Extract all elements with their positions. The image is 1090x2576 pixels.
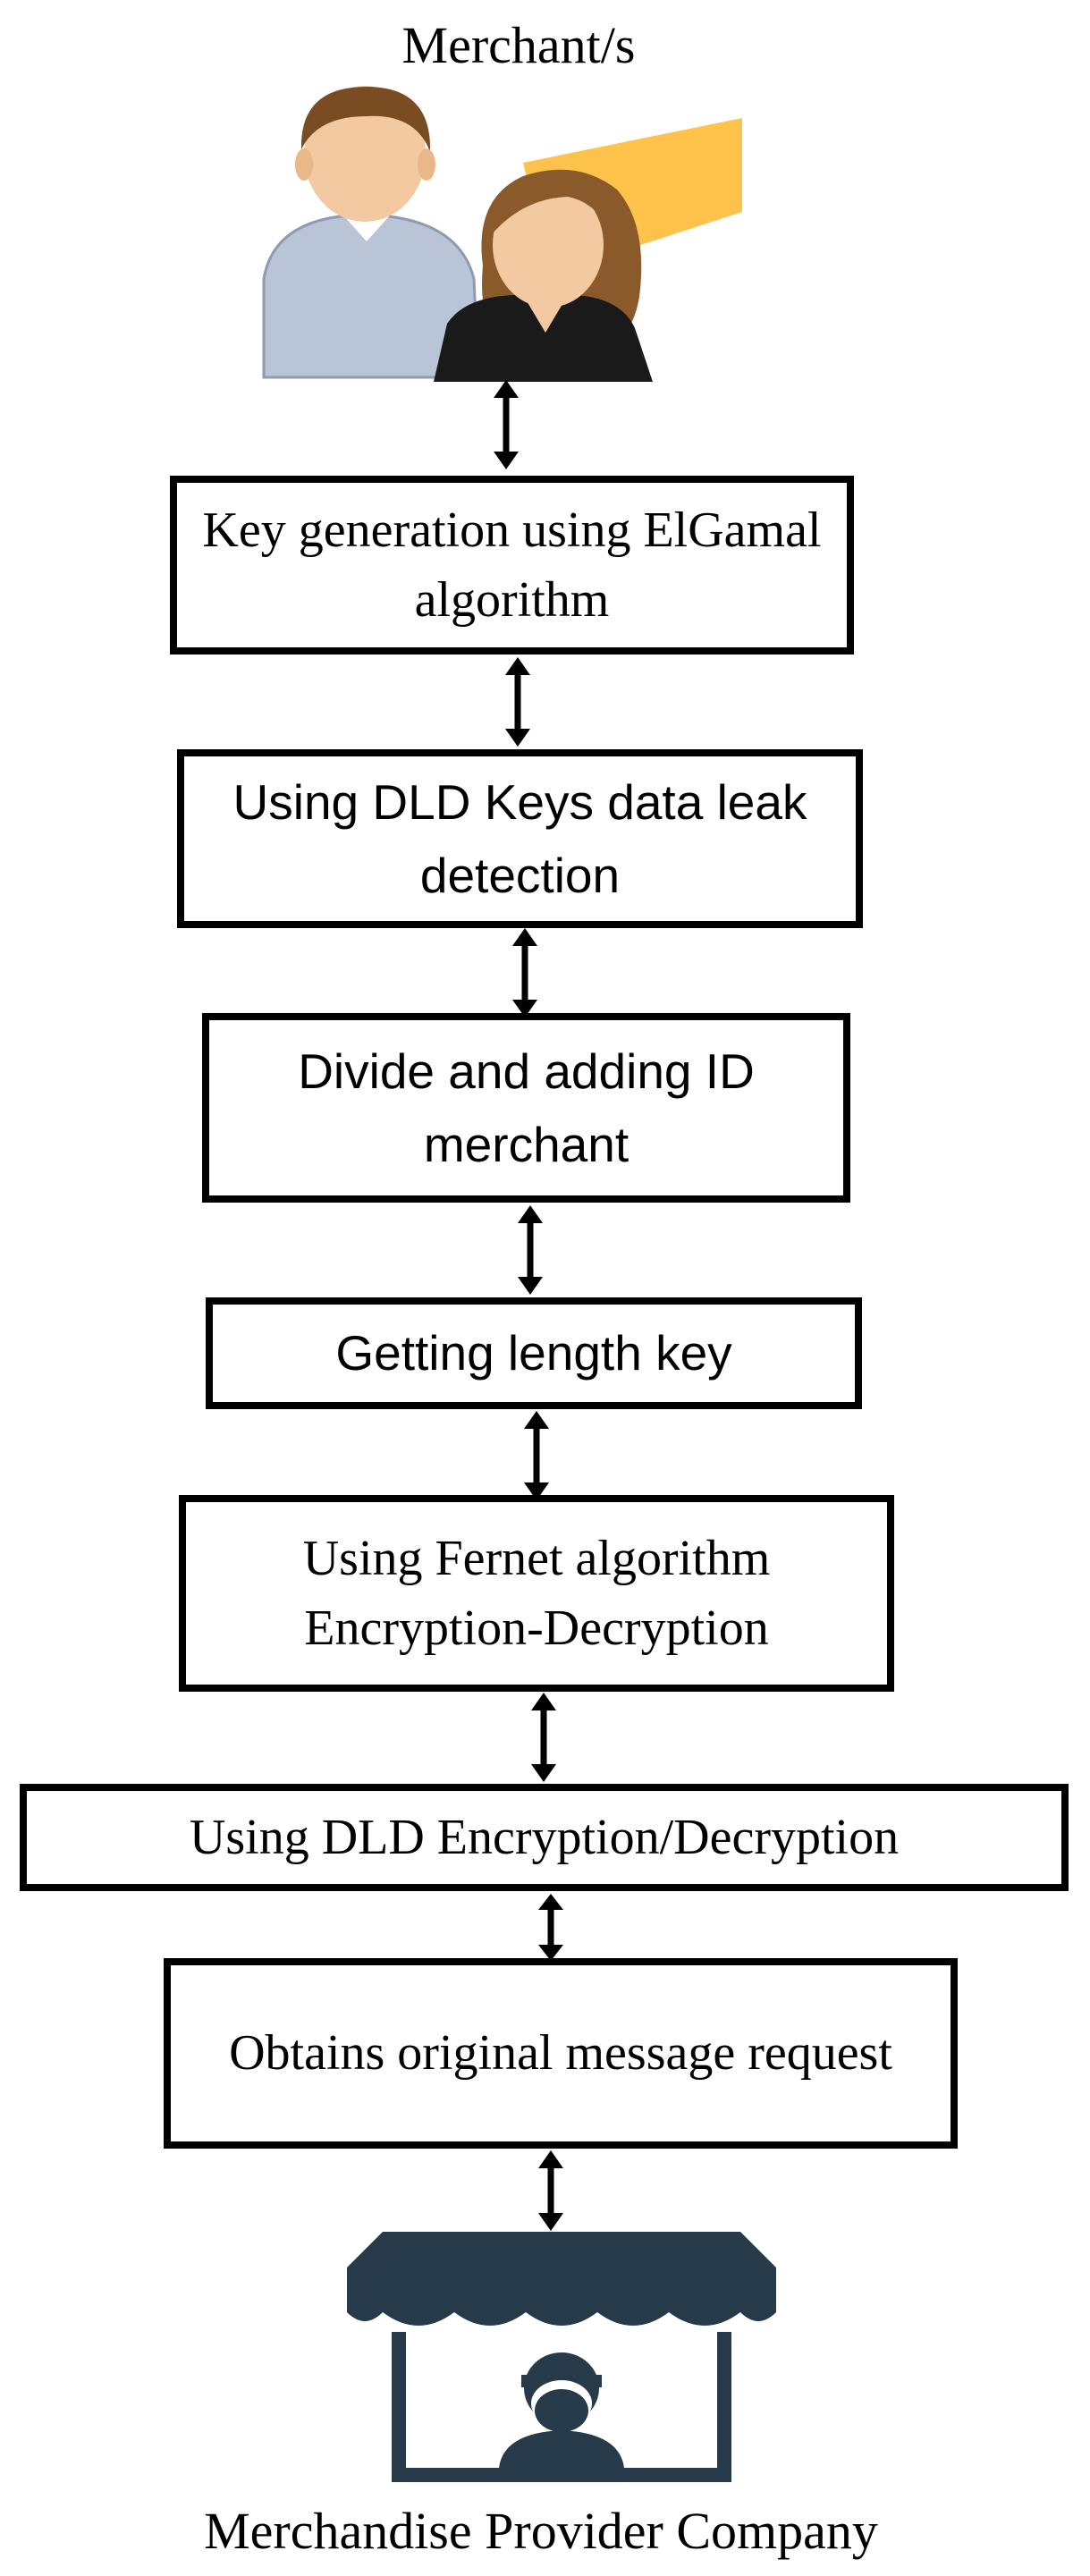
- double-headed-arrow-icon: [538, 1894, 563, 1961]
- double-headed-arrow-icon: [518, 1205, 543, 1295]
- merchandise-provider-label: Merchandise Provider Company: [204, 2502, 878, 2560]
- double-headed-arrow-icon: [505, 657, 530, 747]
- step-getting-length-key: Getting length key: [206, 1297, 862, 1409]
- step-dld-keys-leak-detection: Using DLD Keys data leak detection: [177, 749, 863, 928]
- step-obtains-original-message: Obtains original message request: [164, 1958, 958, 2149]
- double-headed-arrow-icon: [531, 1693, 556, 1782]
- merchants-label: Merchant/s: [401, 16, 636, 74]
- merchants-people-icon: [255, 82, 742, 382]
- shop-vendor-icon: [347, 2232, 776, 2482]
- double-headed-arrow-icon: [524, 1411, 549, 1500]
- step-divide-add-id: Divide and adding ID merchant: [202, 1013, 850, 1203]
- step-fernet-encryption: Using Fernet algorithm Encryption-Decryp…: [179, 1495, 894, 1692]
- double-headed-arrow-icon: [538, 2150, 563, 2231]
- step-dld-encryption: Using DLD Encryption/Decryption: [20, 1784, 1069, 1891]
- double-headed-arrow-icon: [512, 928, 537, 1018]
- double-headed-arrow-icon: [494, 380, 519, 469]
- step-key-generation: Key generation using ElGamal algorithm: [170, 476, 854, 655]
